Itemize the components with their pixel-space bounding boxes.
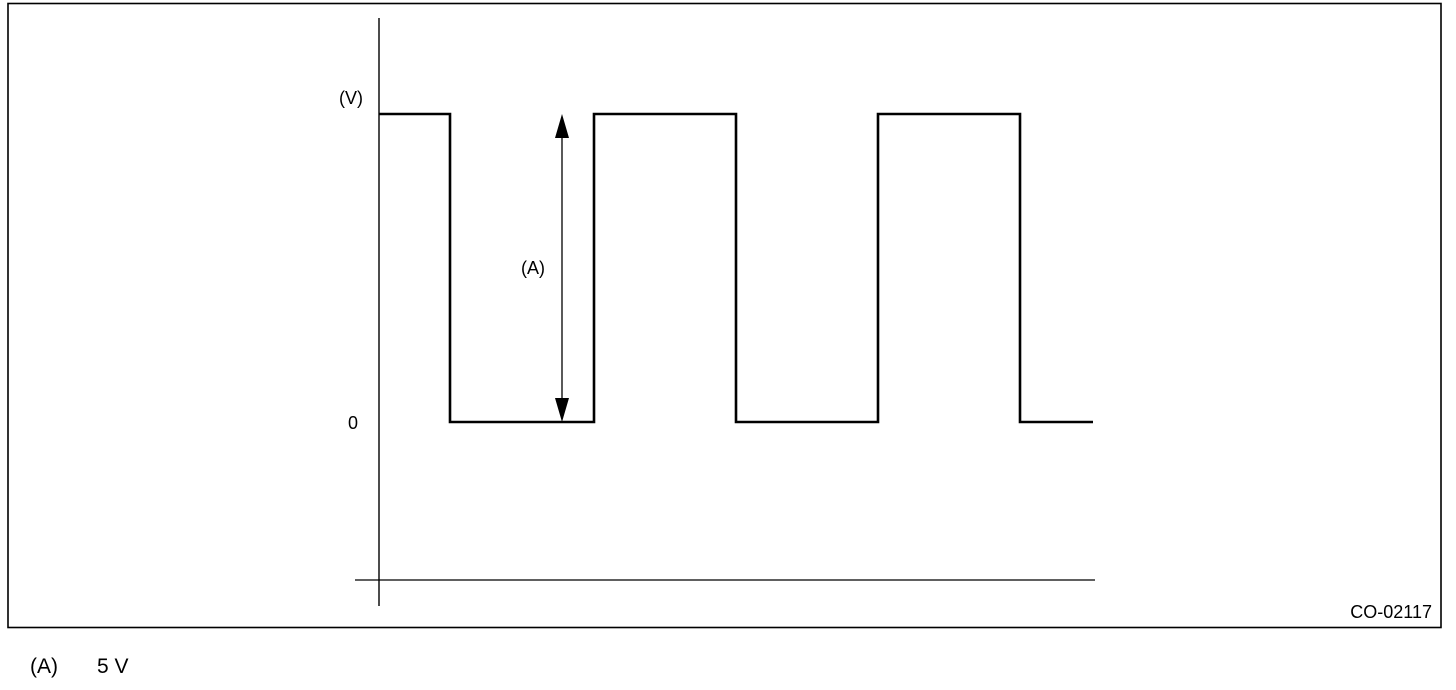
arrow-down-icon	[555, 398, 569, 422]
arrow-up-icon	[555, 114, 569, 138]
amplitude-label: (A)	[521, 258, 545, 278]
y-tick-zero: 0	[348, 413, 358, 433]
square-wave-series	[379, 112, 1093, 424]
y-unit-label: (V)	[339, 88, 363, 108]
legend-key: (A)	[30, 655, 58, 678]
figure-id-code: CO-02117	[1350, 602, 1432, 622]
amplitude-annotation: (A)	[521, 114, 569, 422]
legend-value: 5 V	[97, 655, 129, 678]
figure-frame	[7, 2, 1442, 629]
